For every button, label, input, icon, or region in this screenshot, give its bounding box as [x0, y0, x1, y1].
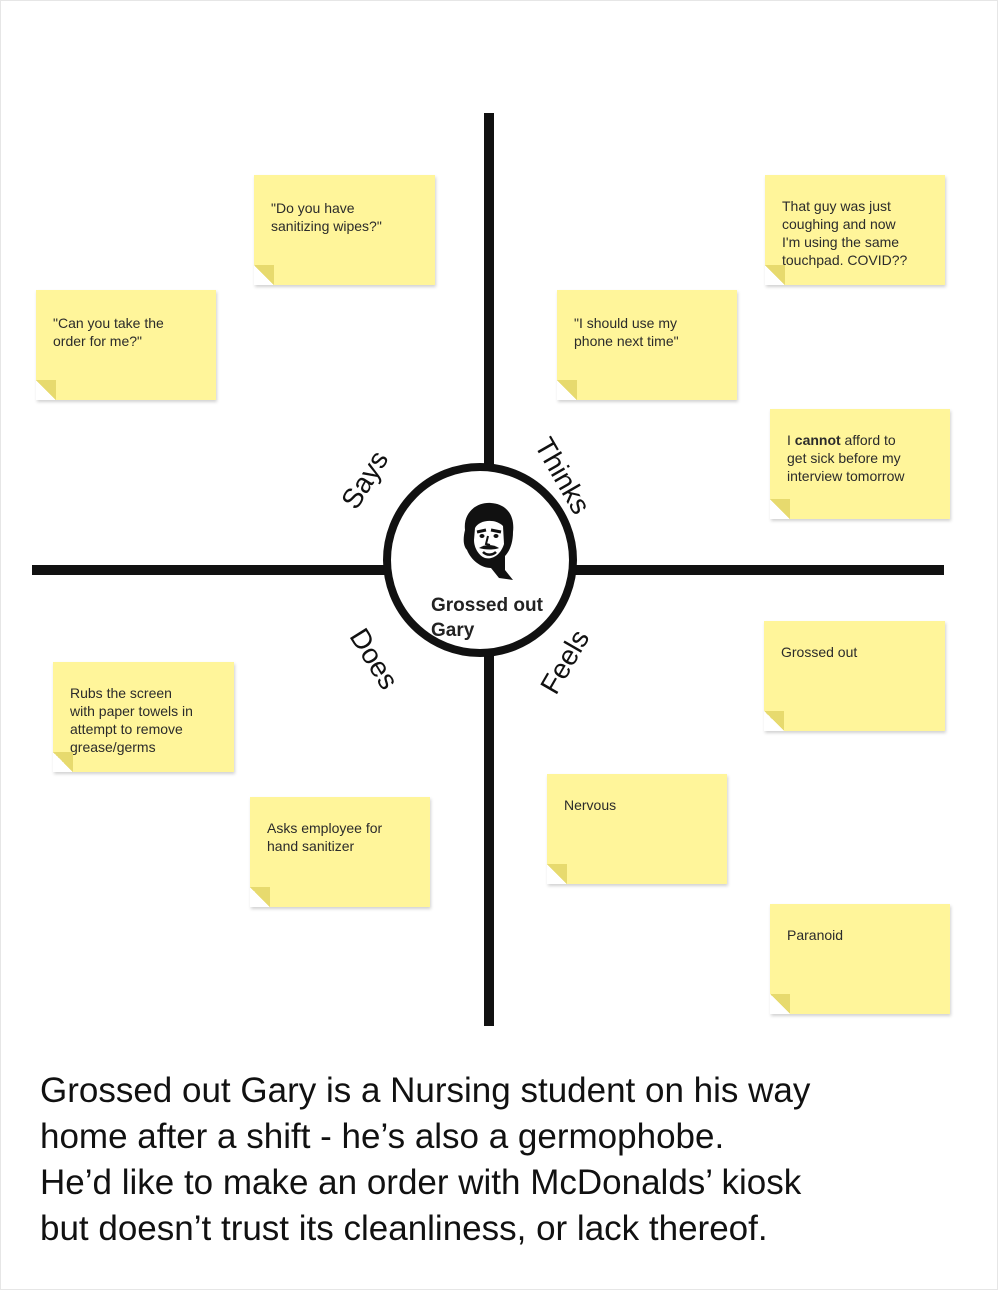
sticky-note-does[interactable]: Rubs the screen with paper towels in att…	[53, 662, 234, 772]
sticky-note-thinks[interactable]: I cannot afford to get sick before my in…	[770, 409, 950, 519]
sticky-note-does[interactable]: Asks employee for hand sanitizer	[250, 797, 430, 907]
sticky-note-feels[interactable]: Grossed out	[764, 621, 945, 731]
persona-name: Grossed out Gary	[431, 595, 543, 641]
sticky-note-says[interactable]: "Can you take the order for me?"	[36, 290, 216, 400]
note-text: afford to get sick before my interview t…	[787, 432, 905, 484]
persona-description: Grossed out Gary is a Nursing student on…	[40, 1071, 811, 1248]
note-text-emphasis: cannot	[794, 432, 841, 448]
sticky-note-thinks[interactable]: That guy was just coughing and now I'm u…	[765, 175, 945, 285]
sticky-note-thinks[interactable]: "I should use my phone next time"	[557, 290, 737, 400]
center-circle	[383, 463, 577, 657]
sticky-note-says[interactable]: "Do you have sanitizing wipes?"	[254, 175, 435, 285]
sticky-note-feels[interactable]: Nervous	[547, 774, 727, 884]
persona-face-icon	[463, 502, 514, 580]
note-text: I	[787, 432, 795, 448]
sticky-note-feels[interactable]: Paranoid	[770, 904, 950, 1014]
